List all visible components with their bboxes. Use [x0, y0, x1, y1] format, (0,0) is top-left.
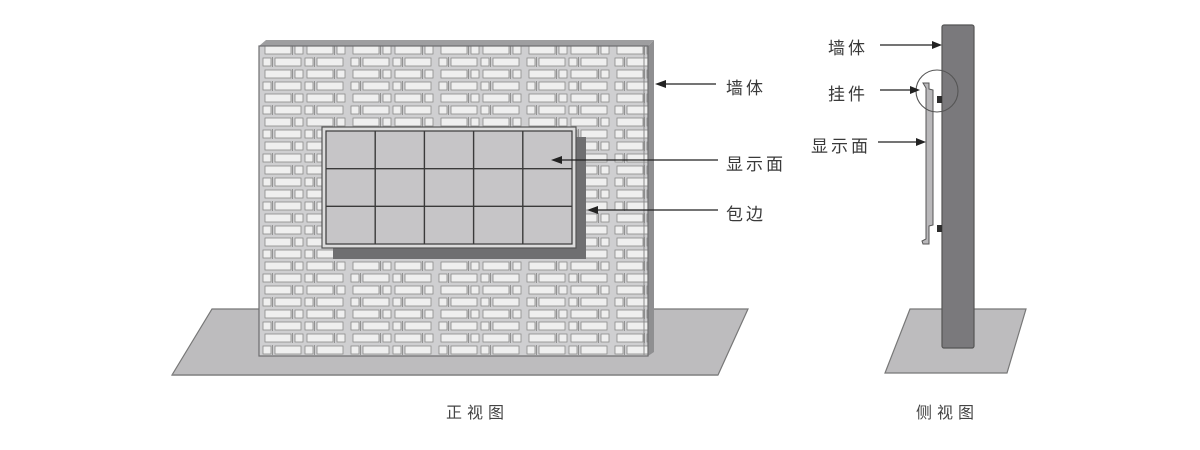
side-wall-arrow — [880, 41, 942, 49]
side-mount-bracket-label: 挂件 — [828, 85, 868, 105]
side-display-surface-label: 显示面 — [811, 137, 871, 157]
front-view-caption: 正视图 — [446, 403, 510, 422]
front-edge-trim-label: 包边 — [726, 205, 766, 225]
front-view — [170, 40, 749, 376]
side-display-panel — [921, 82, 934, 245]
top-mount-bracket — [937, 96, 942, 103]
side-view-caption: 侧视图 — [916, 403, 980, 422]
bottom-mount-bracket — [937, 225, 942, 232]
side-wall — [941, 24, 975, 349]
front-trim-arrow — [587, 206, 718, 214]
front-wall-arrow — [655, 80, 716, 88]
side-bracket-arrow — [880, 86, 920, 94]
side-wall-label: 墙体 — [828, 39, 868, 59]
side-display-arrow — [878, 138, 926, 146]
front-display-arrow — [551, 156, 718, 164]
display-surface — [325, 130, 573, 245]
front-wall-label: 墙体 — [726, 79, 766, 99]
side-view — [878, 24, 1027, 374]
front-display-surface-label: 显示面 — [726, 155, 786, 175]
